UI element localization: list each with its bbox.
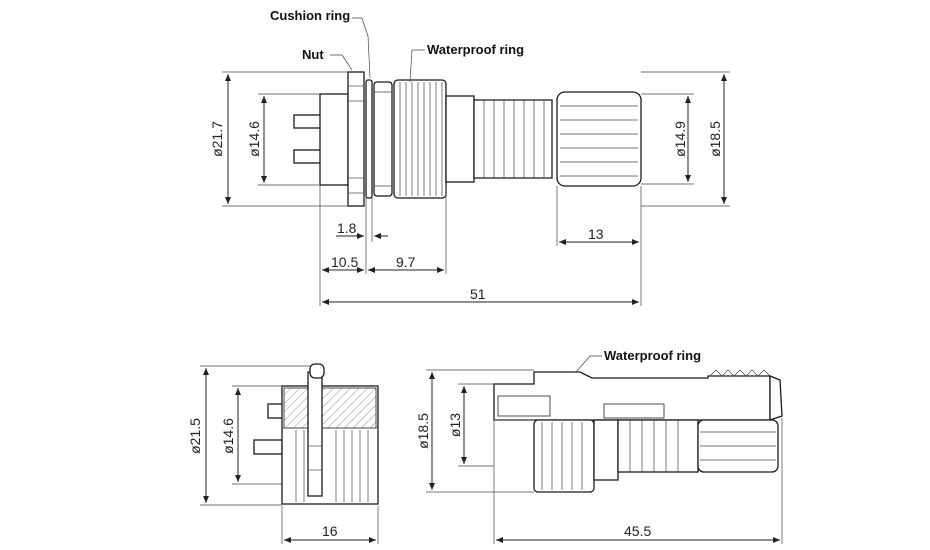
top-left-diameter-dims: ø21.7 ø14.6 xyxy=(209,71,348,207)
top-d21-7-label: ø21.7 xyxy=(209,121,225,157)
bottom-d13-label: ø13 xyxy=(447,413,463,437)
top-nut xyxy=(347,71,365,207)
top-length-dims: 1.8 13 10.5 9.7 51 xyxy=(319,185,642,306)
top-len-9-7-label: 9.7 xyxy=(396,254,416,270)
top-cushion-ring xyxy=(365,79,393,199)
top-ribbed-body xyxy=(473,99,553,179)
waterproof-ring-top-label: Waterproof ring xyxy=(427,42,524,57)
top-d14-9-label: ø14.9 xyxy=(672,121,688,157)
bottom-plug-exterior xyxy=(493,419,779,493)
nut-leader xyxy=(330,54,353,71)
bottom-left-dims: ø21.5 ø14.6 16 xyxy=(187,365,379,544)
waterproof-ring-top-leader xyxy=(409,49,425,83)
top-flange xyxy=(319,93,349,186)
cushion-ring-label: Cushion ring xyxy=(270,8,350,23)
waterproof-ring-bottom-leader xyxy=(575,355,602,373)
nut-label: Nut xyxy=(302,47,324,62)
top-d18-5-label: ø18.5 xyxy=(707,121,723,157)
top-len-1-8-label: 1.8 xyxy=(337,220,357,236)
bottom-right-dims: ø18.5 ø13 45.5 xyxy=(415,369,783,544)
top-d14-6-label: ø14.6 xyxy=(246,121,262,157)
bottom-plug-section xyxy=(493,369,783,421)
top-tail-nut xyxy=(556,91,642,187)
top-len-10-5-label: 10.5 xyxy=(331,254,358,270)
top-pins xyxy=(293,114,323,164)
cushion-ring-leader xyxy=(352,17,371,79)
bottom-pin-lower xyxy=(253,439,283,455)
bottom-d14-6-label: ø14.6 xyxy=(220,418,236,454)
bottom-len-16-label: 16 xyxy=(322,523,338,539)
top-coupling-ring xyxy=(393,79,447,199)
bottom-socket-body xyxy=(281,385,379,505)
top-len-13-label: 13 xyxy=(588,226,604,242)
top-right-diameter-dims: ø14.9 ø18.5 xyxy=(641,71,730,207)
bottom-right-view: Waterproof ring ø18.5 ø13 45.5 xyxy=(415,348,783,544)
bottom-socket-nut xyxy=(307,363,325,497)
bottom-len-45-5-label: 45.5 xyxy=(624,523,651,539)
bottom-d18-5-label: ø18.5 xyxy=(415,413,431,449)
bottom-d21-5-label: ø21.5 xyxy=(187,418,203,454)
top-neck xyxy=(445,95,475,183)
top-view: Cushion ring Nut Waterproof ring ø21.7 ø… xyxy=(209,8,730,306)
top-len-51-label: 51 xyxy=(470,286,486,302)
waterproof-ring-bottom-label: Waterproof ring xyxy=(604,348,701,363)
bottom-left-view: ø21.5 ø14.6 16 xyxy=(187,363,379,544)
